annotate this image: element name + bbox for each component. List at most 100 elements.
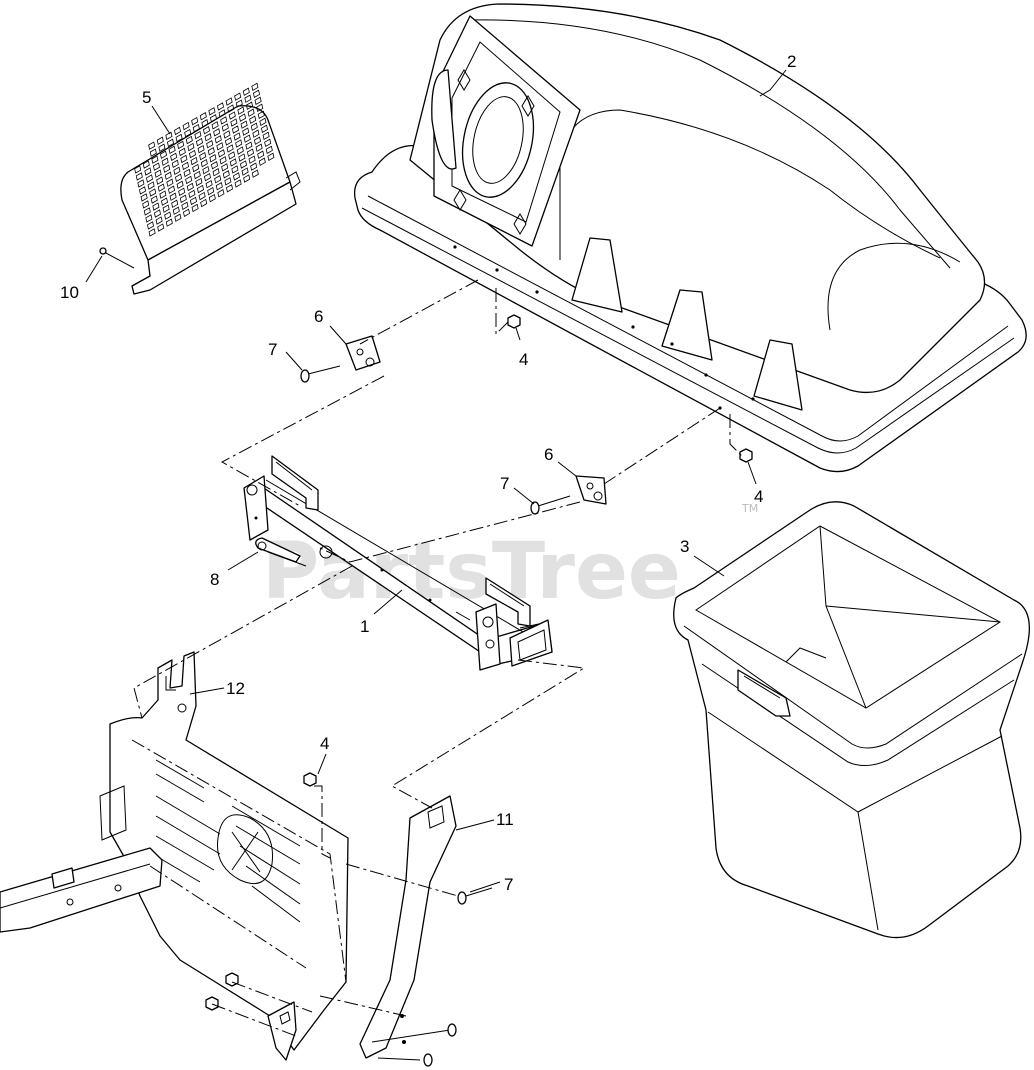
mesh-cell: [234, 92, 242, 101]
mesh-cell: [201, 119, 209, 128]
mesh-cell: [135, 172, 143, 181]
part-7-bolt-lower[interactable]: [457, 887, 493, 905]
mesh-cell: [203, 172, 212, 182]
part-4-nut-upper[interactable]: [507, 314, 521, 329]
callout-7-upper[interactable]: 7: [268, 340, 277, 359]
mesh-cell: [202, 126, 211, 135]
part-6-plate-upper[interactable]: [345, 335, 381, 371]
part-11-right-bracket[interactable]: [359, 795, 457, 1059]
callout-8[interactable]: 8: [210, 570, 219, 589]
part-6-plate-lower[interactable]: [575, 475, 607, 505]
part-2-bagger-cover[interactable]: [353, 3, 1027, 473]
mesh-cell: [192, 123, 200, 133]
mesh-cell: [242, 127, 250, 136]
callout-4-right[interactable]: 4: [754, 487, 763, 506]
mesh-cell: [212, 168, 220, 177]
mesh-cell: [159, 150, 168, 159]
mesh-cell: [238, 153, 246, 162]
mesh-cell: [169, 192, 177, 201]
mesh-cell: [215, 182, 223, 191]
mesh-cell: [147, 181, 155, 190]
mesh-cell: [216, 102, 225, 111]
mesh-cell: [244, 94, 252, 103]
mesh-cell: [262, 131, 270, 141]
mesh-cell: [143, 207, 151, 216]
mesh-cell: [157, 183, 165, 192]
mesh-cell: [162, 204, 170, 213]
mesh-cell: [175, 133, 183, 143]
mesh-cell: [231, 165, 239, 174]
part-5-screen[interactable]: [120, 82, 301, 295]
callout-6-upper[interactable]: 6: [314, 307, 323, 326]
callout-4-upper[interactable]: 4: [519, 350, 528, 369]
part-3-grass-bag[interactable]: [673, 501, 1030, 939]
mesh-cell: [134, 165, 142, 174]
mesh-cell: [235, 99, 243, 108]
callout-6-lower[interactable]: 6: [544, 445, 553, 464]
mesh-cell: [252, 89, 261, 99]
callout-2[interactable]: 2: [787, 52, 796, 71]
part-10-pin[interactable]: [99, 247, 135, 269]
part-7-bolt-middle[interactable]: [530, 495, 571, 515]
callout-10[interactable]: 10: [60, 283, 79, 302]
mesh-cell: [171, 159, 179, 169]
part-4-nut-right[interactable]: [739, 448, 753, 463]
mesh-cell: [168, 145, 176, 155]
mesh-cell: [191, 203, 199, 213]
mesh-cell: [178, 147, 186, 157]
mesh-cell: [153, 209, 162, 218]
callout-3[interactable]: 3: [680, 537, 689, 556]
mesh-cell: [267, 152, 275, 162]
mesh-cell: [219, 156, 227, 165]
callout-4-lower[interactable]: 4: [320, 734, 329, 753]
mesh-cell: [251, 82, 259, 92]
mesh-cell: [245, 101, 254, 110]
part-1-frame-rail[interactable]: [243, 455, 553, 671]
part-7-bolt-upper[interactable]: [300, 365, 341, 383]
mesh-cell: [188, 149, 197, 159]
mesh-cell: [238, 113, 247, 122]
mesh-cell: [209, 114, 218, 123]
callout-7-lower[interactable]: 7: [504, 875, 513, 894]
part-4-nut-lower[interactable]: [303, 772, 317, 787]
callout-11[interactable]: 11: [496, 810, 514, 829]
callout-7-middle[interactable]: 7: [500, 474, 509, 493]
mesh-cell: [182, 121, 190, 131]
mesh-cell: [236, 146, 244, 155]
mesh-cell: [166, 138, 175, 148]
mesh-cell: [246, 148, 255, 157]
callout-5[interactable]: 5: [142, 88, 151, 107]
mesh-cell: [232, 172, 241, 181]
mesh-cell: [230, 118, 238, 127]
mesh-cell: [188, 189, 196, 199]
mesh-cell: [167, 185, 176, 194]
mesh-cell: [142, 200, 150, 209]
mesh-cell: [200, 158, 208, 168]
mesh-cell: [193, 170, 201, 180]
mesh-cell: [165, 131, 173, 141]
mesh-cell: [208, 107, 216, 116]
mesh-cell: [154, 169, 162, 178]
mesh-cell: [183, 168, 191, 178]
mesh-cell: [231, 125, 240, 134]
mesh-cell: [258, 157, 266, 166]
mesh-cell: [142, 160, 150, 169]
mesh-cell: [158, 143, 166, 152]
mesh-cell: [242, 87, 250, 96]
mesh-cell: [217, 189, 225, 198]
mesh-cell: [174, 173, 183, 183]
part-12-left-bracket[interactable]: [99, 651, 349, 1061]
mesh-cell: [218, 109, 226, 118]
mesh-cell: [190, 156, 198, 166]
mesh-cell: [225, 184, 234, 193]
mesh-cell: [174, 213, 182, 222]
mesh-cell: [248, 155, 256, 164]
mesh-cell: [222, 170, 230, 179]
mesh-cell: [165, 218, 173, 227]
part-8-clip-pin[interactable]: [255, 537, 307, 567]
callout-12[interactable]: 12: [226, 679, 245, 698]
mesh-cell: [185, 175, 193, 185]
mesh-cell: [240, 120, 248, 129]
callout-1[interactable]: 1: [360, 617, 369, 636]
mesh-cell: [253, 136, 262, 145]
